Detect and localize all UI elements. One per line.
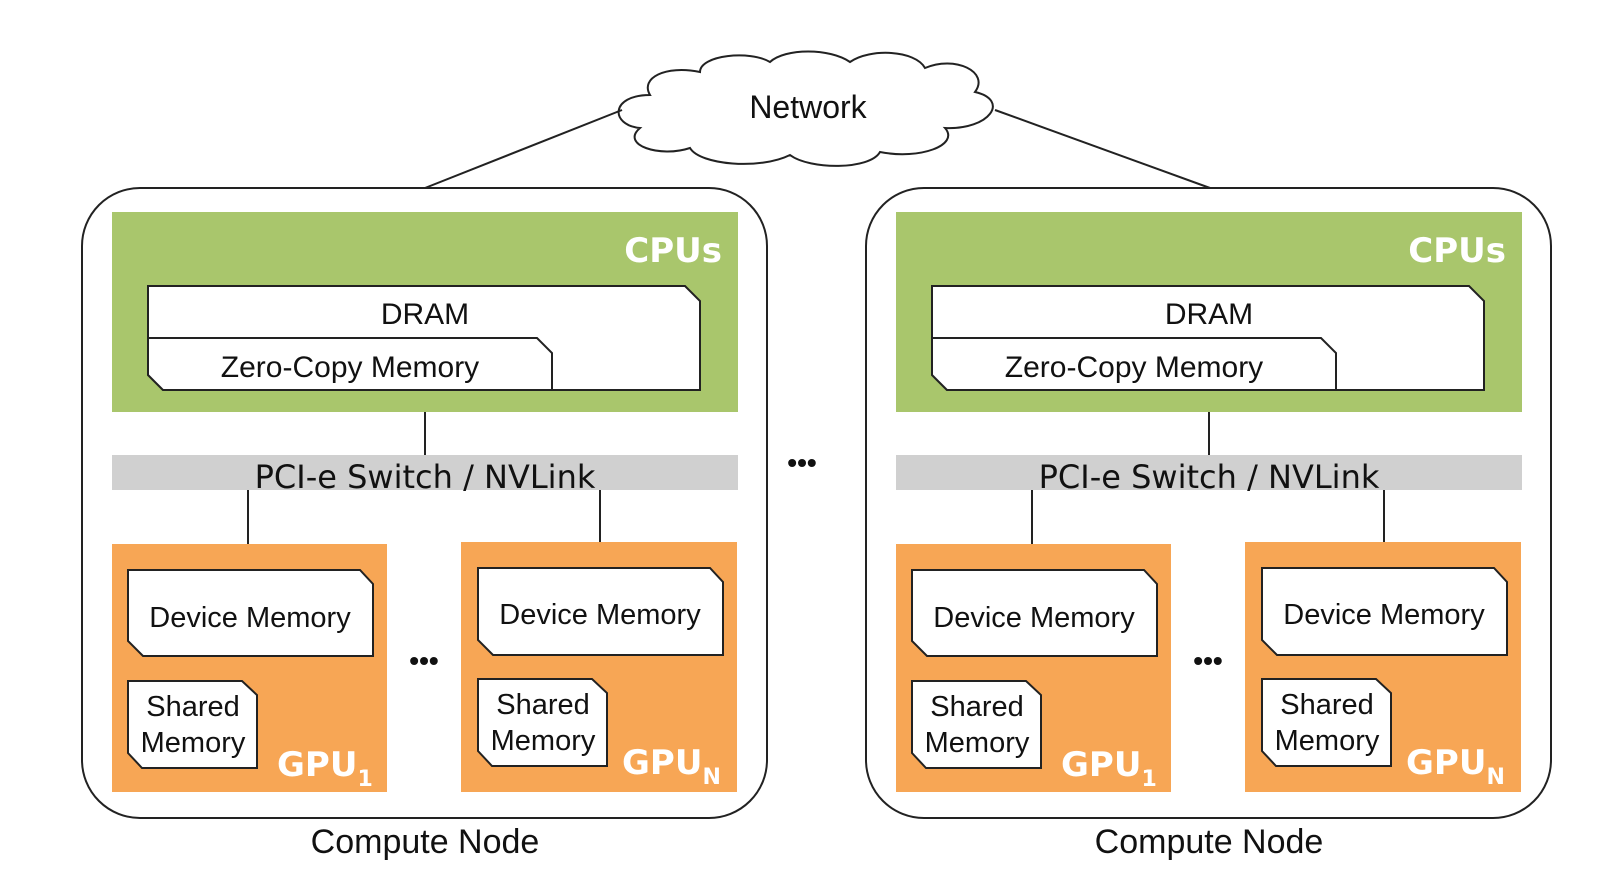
cpu-label: CPUs	[1408, 231, 1506, 271]
interconnect-label: PCI-e Switch / NVLink	[1039, 458, 1380, 496]
node-caption: Compute Node	[1095, 823, 1324, 861]
network-label: Network	[749, 89, 867, 125]
device-memory-box	[1261, 567, 1508, 656]
gpu-name: GPUN	[1406, 743, 1505, 790]
shared-memory-label-line1: Shared	[930, 691, 1024, 723]
gpu-n: Device Memory Shared Memory GPUN	[1245, 542, 1521, 792]
gpu-1: Device Memory Shared Memory GPU1	[896, 544, 1171, 792]
zero-copy-box	[147, 337, 553, 391]
network-cloud: Network	[617, 50, 994, 167]
shared-memory-box	[477, 678, 608, 767]
device-memory-box	[127, 569, 374, 657]
shared-memory-label-line2: Memory	[1275, 725, 1380, 757]
dram-label: DRAM	[381, 298, 469, 331]
interconnect-bar	[112, 455, 738, 490]
device-memory-label: Device Memory	[1283, 599, 1485, 631]
node-ellipsis: •••	[787, 447, 816, 478]
gpu-1: Device Memory Shared Memory GPU1	[112, 544, 387, 792]
device-memory-label: Device Memory	[149, 602, 351, 634]
shared-memory-label-line2: Memory	[491, 725, 596, 757]
zero-copy-label: Zero-Copy Memory	[1005, 351, 1263, 384]
shared-memory-box	[911, 680, 1042, 769]
shared-memory-label-line2: Memory	[925, 727, 1030, 759]
shared-memory-box	[127, 680, 258, 769]
device-memory-label: Device Memory	[933, 602, 1135, 634]
compute-node-1: CPUs DRAM Zero-Copy Memory PCI-e Switch …	[81, 187, 768, 861]
gpu-name: GPUN	[622, 743, 721, 790]
gpu-name: GPU1	[1061, 745, 1157, 792]
device-memory-box	[477, 567, 724, 656]
network-link-right	[994, 109, 1211, 189]
device-memory-label: Device Memory	[499, 599, 701, 631]
shared-memory-label-line1: Shared	[496, 689, 590, 721]
node-caption: Compute Node	[311, 823, 540, 861]
device-memory-box	[911, 569, 1158, 657]
cpu-label: CPUs	[624, 231, 722, 271]
network-link-left	[424, 109, 623, 189]
dram-label: DRAM	[1165, 298, 1253, 331]
compute-node-2: CPUs DRAM Zero-Copy Memory PCI-e Switch …	[865, 187, 1552, 861]
zero-copy-label: Zero-Copy Memory	[221, 351, 479, 384]
interconnect-label: PCI-e Switch / NVLink	[255, 458, 596, 496]
shared-memory-box	[1261, 678, 1392, 767]
zero-copy-box	[931, 337, 1337, 391]
shared-memory-label-line2: Memory	[141, 727, 246, 759]
gpu-ellipsis: •••	[409, 645, 438, 676]
gpu-ellipsis: •••	[1193, 645, 1222, 676]
gpu-name: GPU1	[277, 745, 373, 792]
gpu-n: Device Memory Shared Memory GPUN	[461, 542, 737, 792]
shared-memory-label-line1: Shared	[1280, 689, 1374, 721]
shared-memory-label-line1: Shared	[146, 691, 240, 723]
interconnect-bar	[896, 455, 1522, 490]
